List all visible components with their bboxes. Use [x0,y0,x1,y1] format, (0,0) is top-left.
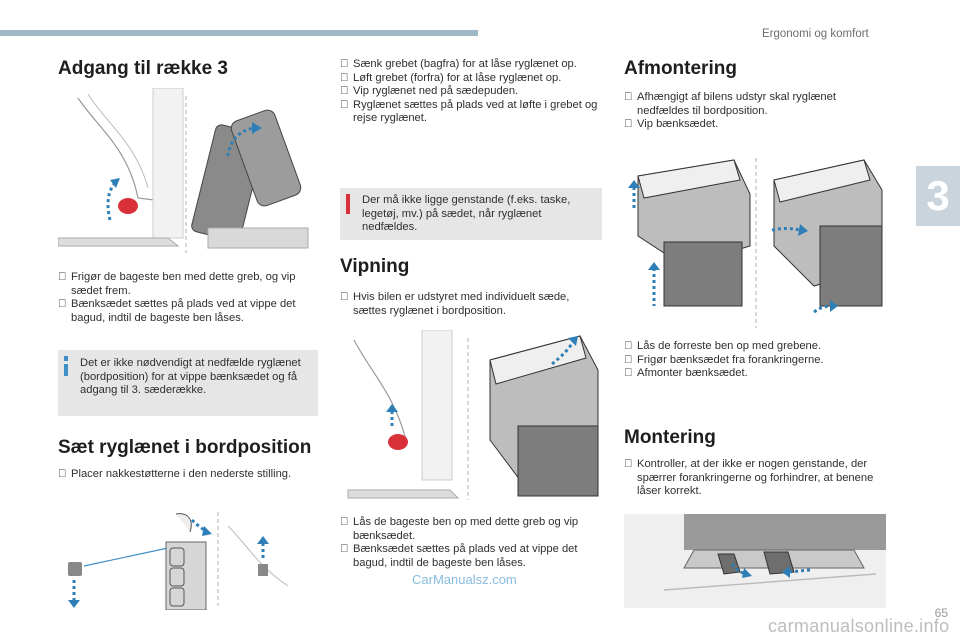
section-title: Ergonomi og komfort [762,28,869,40]
arrow-left-icon [782,566,790,578]
arrow-diag-icon [742,568,752,578]
heading-afmontering: Afmontering [624,58,737,79]
arrow-right-icon [798,224,808,236]
step-item: Løft grebet (forfra) for at låse ryglæn… [340,71,562,84]
step-item: Afmonter bænksædet. [624,367,748,380]
arrow-up-icon [628,180,640,188]
step-item: Bænksædet sættes på plads ved at vippe … [58,298,296,324]
steps-montering: Kontroller, at der ikke er nogen gensta… [624,458,886,499]
header-bar [0,30,478,36]
step-item: Bænksædet sættes på plads ved at vippe … [340,543,578,569]
step-item: Placer nakkestøtterne i den nederste st… [58,468,292,480]
steps-adgang: Frigør de bageste ben med dette greb, o… [58,271,308,325]
step-item: Hvis bilen er udstyret med individuelt … [340,291,570,317]
red-lever-icon [388,434,408,450]
heading-adgang: Adgang til række 3 [58,58,228,79]
info-note: Det er ikke nødvendigt at nedfælde ryglæ… [58,350,318,416]
heading-vipning: Vipning [340,256,410,277]
arrow-down-icon [68,600,80,608]
page-number: 65 [934,606,948,620]
illustration-vipning [347,330,599,500]
arrow-up-icon [648,262,660,270]
red-lever-icon [118,198,138,214]
arrow-up-icon [257,536,269,544]
step-item: Lås de bageste ben op med dette greb og… [340,516,579,542]
step-item: Afhængigt af bilens udstyr skal ryglæne… [624,91,836,117]
steps-afmontering: Afhængigt af bilens udstyr skal ryglæne… [624,91,886,132]
step-item: Ryglænet sættes på plads ved at løfte i… [340,98,598,125]
step-item: Sænk grebet (bagfra) for at låse ryglæn… [340,58,577,70]
chapter-tab: 3 [916,166,960,226]
arrow-rotate-icon [252,122,262,134]
steps-vipning: Hvis bilen er udstyret med individuelt … [340,291,602,318]
steps-rygl: Sænk grebet (bagfra) for at låse ryglæn… [340,58,602,126]
warning-note: Der må ikke ligge genstande (f.eks. task… [340,188,602,240]
step-item: Vip bænksædet. [624,118,719,131]
step-item: Kontroller, at der ikke er nogen gensta… [624,458,874,498]
warning-note-text: Der må ikke ligge genstande (f.eks. task… [362,194,571,234]
steps-bordposition: Placer nakkestøtterne i den nederste st… [58,468,308,482]
step-item: Frigør bænksædet fra forankringerne. [624,353,824,366]
arrow-up-icon [386,404,398,412]
heading-montering: Montering [624,427,716,448]
arrow-up-icon [110,178,120,188]
heading-bordposition: Sæt ryglænet i bordposition [58,437,312,458]
illustration-headrest [68,512,289,610]
illustration-seat-tilt [58,88,309,253]
watermark: CarManualsz.com [412,572,517,587]
step-item: Lås de forreste ben op med grebene. [624,340,822,352]
steps-vipning-2: Lås de bageste ben op med dette greb og… [340,516,602,570]
arrow-diag-icon [202,526,212,536]
info-icon [64,356,68,376]
arrow-diag-icon [568,336,578,346]
step-item: Frigør de bageste ben med dette greb, o… [58,271,296,297]
illustration-montering [624,514,886,608]
warning-icon [346,194,350,214]
illustration-afmontering [628,158,883,328]
info-note-text: Det er ikke nødvendigt at nedfælde ryglæ… [80,357,301,397]
step-item: Vip ryglænet ned på sædepuden. [340,85,519,98]
steps-afmontering-2: Lås de forreste ben op med grebene. Fr… [624,340,886,381]
footer-site: carmanualsonline.info [768,616,950,636]
arrow-right-icon [830,300,838,312]
